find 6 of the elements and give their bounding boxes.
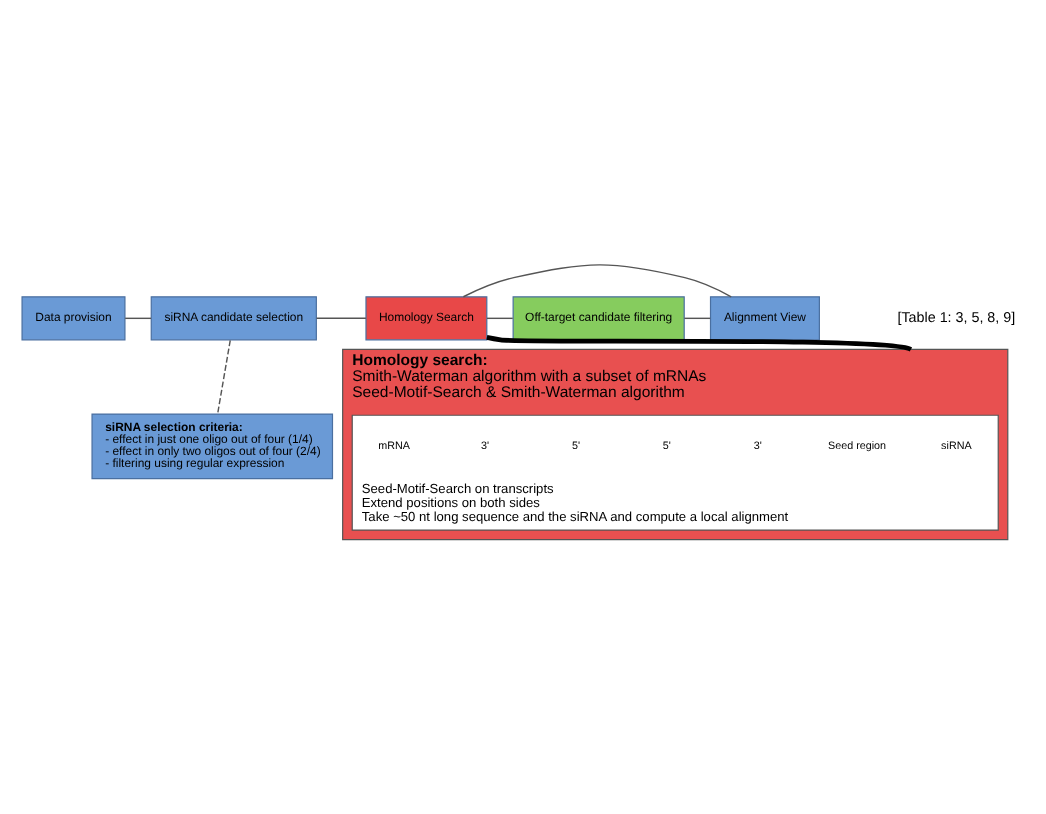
connector — [315, 317, 367, 320]
connector — [216, 339, 231, 415]
connector — [683, 317, 711, 320]
connector — [462, 264, 732, 298]
connector — [124, 317, 152, 320]
connector — [486, 317, 514, 320]
